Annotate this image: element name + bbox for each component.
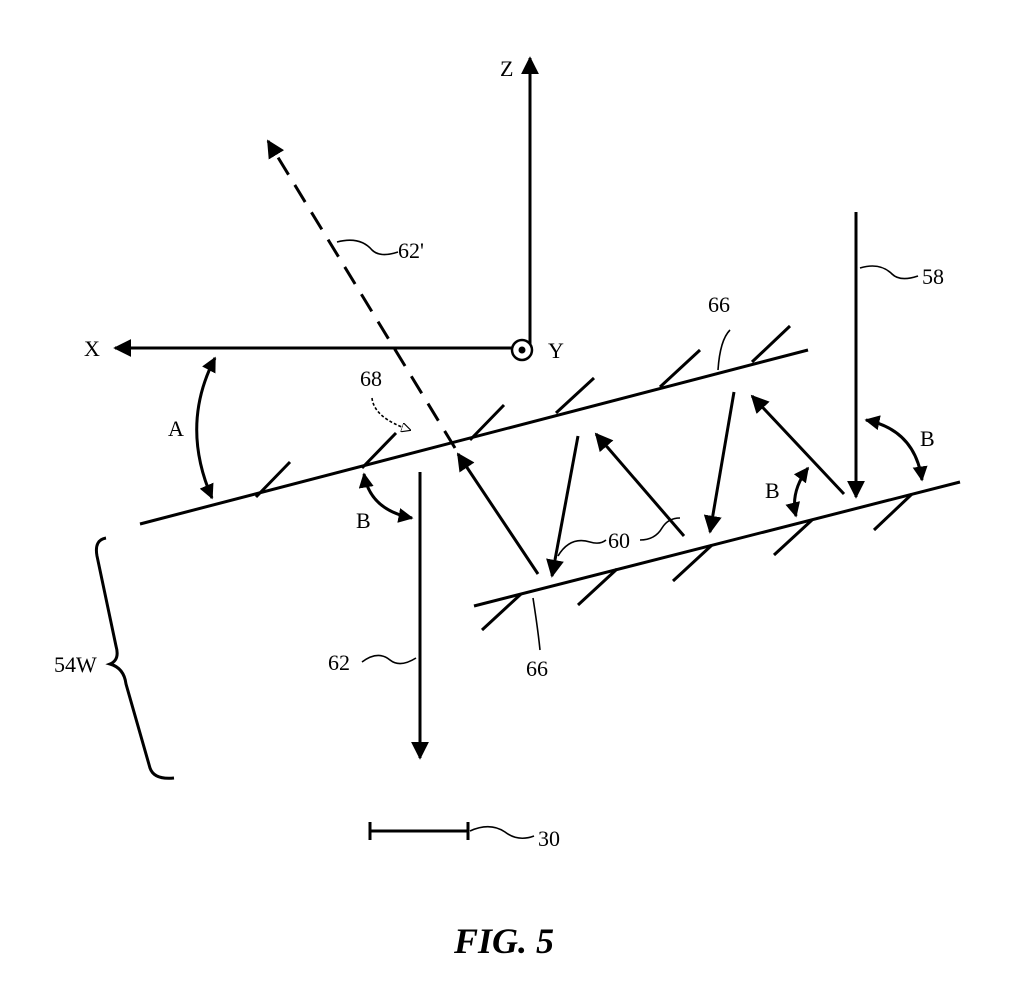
top-surface-hatching	[254, 324, 792, 499]
y-axis-label: Y	[548, 338, 564, 363]
angle-b-mid-label: B	[765, 478, 780, 503]
bottom-surface-leader	[532, 597, 541, 651]
point-68-leader	[371, 397, 410, 430]
rays-60-leader-left	[557, 539, 607, 557]
ray-58-leader	[859, 265, 919, 280]
figure-caption: FIG. 5	[453, 921, 554, 961]
bottom-surface-hatching	[480, 492, 914, 632]
rays-60-leader-right	[639, 517, 681, 541]
angle-b-mid-arc	[785, 466, 810, 518]
point-68-label: 68	[360, 366, 382, 391]
angle-a-arc	[195, 356, 217, 500]
angle-a-label: A	[168, 416, 184, 441]
bracket-54w-label: 54W	[54, 652, 97, 677]
angle-b-right-arc	[864, 415, 928, 482]
bracket-54w	[94, 536, 175, 780]
angle-b-right-label: B	[920, 426, 935, 451]
bottom-surface-line	[473, 480, 961, 608]
ray-58-label: 58	[922, 264, 944, 289]
scale-bar-30-label: 30	[538, 826, 560, 851]
ray-62-leader	[361, 654, 417, 665]
y-axis-symbol	[510, 338, 534, 362]
ray-62-prime-label: 62'	[398, 238, 424, 263]
x-axis-label: X	[84, 336, 100, 361]
top-surface-label: 66	[708, 292, 730, 317]
ray-62-prime-leader	[336, 239, 399, 256]
rays-60-label: 60	[608, 528, 630, 553]
angle-b-left-label: B	[356, 508, 371, 533]
scale-bar-30-leader	[469, 825, 535, 840]
top-surface-leader	[717, 329, 731, 371]
scale-bar-30	[368, 822, 470, 840]
zigzag-rays-60	[456, 391, 846, 578]
bottom-surface-label: 66	[526, 656, 548, 681]
ray-62-prime-dashed	[266, 139, 457, 449]
z-axis-label: Z	[500, 56, 513, 81]
angle-b-left-arc	[358, 472, 414, 523]
ray-62-label: 62	[328, 650, 350, 675]
